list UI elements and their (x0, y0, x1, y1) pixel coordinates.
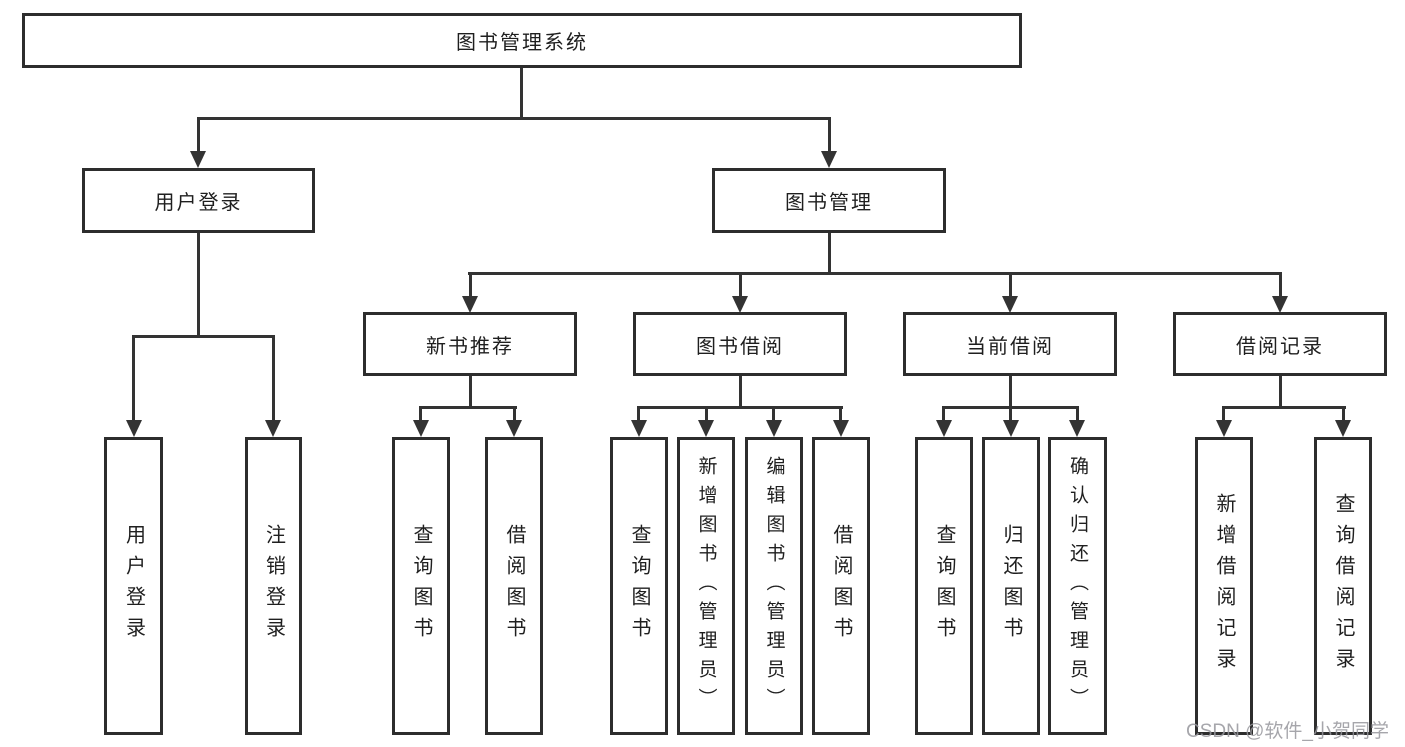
connector-arrow-shaft (1076, 406, 1079, 423)
node-book-management-label: 图书管理 (785, 192, 873, 214)
leaf-add-borrow-record-label: 新增借阅记录 (1213, 493, 1235, 679)
connector-arrow-shaft (942, 406, 945, 423)
arrow-down-icon (126, 420, 142, 437)
connector-user-login-stub (197, 233, 200, 337)
arrow-down-icon (1335, 420, 1351, 437)
connector-arrow-shaft (419, 406, 422, 423)
leaf-query-books-borrowing: 查询图书 (610, 437, 668, 735)
leaf-return-books: 归还图书 (982, 437, 1040, 735)
leaf-confirm-return-admin-label: 确认归还（管理员） (1067, 455, 1088, 717)
arrow-down-icon (821, 151, 837, 168)
arrow-down-icon (631, 420, 647, 437)
leaf-return-books-label: 归还图书 (1000, 524, 1022, 648)
arrow-down-icon (1216, 420, 1232, 437)
leaf-query-books-recommend: 查询图书 (392, 437, 450, 735)
arrow-down-icon (506, 420, 522, 437)
connector-arrow-shaft (513, 406, 516, 423)
connector-arrow-shaft (739, 272, 742, 299)
connector-root-stub (520, 68, 523, 119)
node-borrowing-records-label: 借阅记录 (1236, 335, 1324, 358)
node-new-book-recommendation-label: 新书推荐 (426, 335, 514, 358)
arrow-down-icon (833, 420, 849, 437)
leaf-edit-books-admin-label: 编辑图书（管理员） (763, 455, 785, 717)
connector-book-management-stub (828, 233, 831, 274)
connector-arrow-shaft (1279, 272, 1282, 299)
leaf-logout-login: 注销登录 (245, 437, 302, 735)
connector-arrow-shaft (197, 117, 200, 154)
connector-arrow-shaft (772, 406, 775, 423)
leaf-query-books-current: 查询图书 (915, 437, 973, 735)
connector-arrow-shaft (828, 117, 831, 154)
leaf-logout-login-label: 注销登录 (262, 524, 285, 648)
arrow-down-icon (1069, 420, 1085, 437)
connector-arrow-shaft (839, 406, 842, 423)
leaf-query-borrow-record: 查询借阅记录 (1314, 437, 1372, 735)
node-book-management: 图书管理 (712, 168, 946, 233)
connector-group-hline (637, 406, 843, 409)
csdn-watermark: CSDN @软件_小贺同学 (1186, 721, 1389, 742)
connector-level3-hline (468, 272, 1282, 275)
leaf-add-books-admin: 新增图书（管理员） (677, 437, 735, 735)
connector-arrow-shaft (1009, 272, 1012, 299)
leaf-query-books-current-label: 查询图书 (933, 524, 955, 648)
arrow-down-icon (936, 420, 952, 437)
connector-arrow-shaft (705, 406, 708, 423)
node-current-borrowing: 当前借阅 (903, 312, 1117, 376)
connector-group-stub (1279, 376, 1282, 408)
connector-arrow-shaft (132, 335, 135, 423)
arrow-down-icon (1002, 296, 1018, 313)
leaf-borrow-books-borrowing: 借阅图书 (812, 437, 870, 735)
leaf-query-books-recommend-label: 查询图书 (410, 524, 432, 648)
connector-group-stub (469, 376, 472, 408)
leaf-query-books-borrowing-label: 查询图书 (628, 524, 650, 648)
node-library-management-system: 图书管理系统 (22, 13, 1022, 68)
node-book-borrowing-label: 图书借阅 (696, 335, 784, 358)
arrow-down-icon (462, 296, 478, 313)
node-current-borrowing-label: 当前借阅 (966, 335, 1054, 358)
leaf-confirm-return-admin: 确认归还（管理员） (1048, 437, 1107, 735)
connector-arrow-shaft (1222, 406, 1225, 423)
connector-arrow-shaft (1009, 406, 1012, 423)
leaf-user-login-label: 用户登录 (122, 524, 145, 648)
arrow-down-icon (698, 420, 714, 437)
leaf-query-borrow-record-label: 查询借阅记录 (1332, 493, 1354, 679)
node-book-borrowing: 图书借阅 (633, 312, 847, 376)
connector-arrow-shaft (272, 335, 275, 423)
connector-level2-hline (197, 117, 831, 120)
leaf-add-borrow-record: 新增借阅记录 (1195, 437, 1253, 735)
connector-group-hline (419, 406, 517, 409)
arrow-down-icon (766, 420, 782, 437)
connector-group-stub (1009, 376, 1012, 408)
connector-arrow-shaft (637, 406, 640, 423)
arrow-down-icon (190, 151, 206, 168)
connector-arrow-shaft (469, 272, 472, 299)
arrow-down-icon (413, 420, 429, 437)
connector-group-hline (1222, 406, 1346, 409)
leaf-add-books-admin-label: 新增图书（管理员） (695, 455, 717, 717)
leaf-borrow-books-recommend-label: 借阅图书 (503, 524, 525, 648)
connector-arrow-shaft (1342, 406, 1345, 423)
node-borrowing-records: 借阅记录 (1173, 312, 1387, 376)
node-library-management-system-label: 图书管理系统 (456, 32, 588, 54)
connector-group-stub (739, 376, 742, 408)
arrow-down-icon (265, 420, 281, 437)
leaf-user-login: 用户登录 (104, 437, 163, 735)
node-user-login: 用户登录 (82, 168, 315, 233)
node-user-login-label: 用户登录 (154, 192, 243, 214)
arrow-down-icon (732, 296, 748, 313)
arrow-down-icon (1003, 420, 1019, 437)
leaf-borrow-books-recommend: 借阅图书 (485, 437, 543, 735)
node-new-book-recommendation: 新书推荐 (363, 312, 577, 376)
arrow-down-icon (1272, 296, 1288, 313)
leaf-edit-books-admin: 编辑图书（管理员） (745, 437, 803, 735)
connector-user-login-hline (132, 335, 275, 338)
leaf-borrow-books-borrowing-label: 借阅图书 (830, 524, 852, 648)
